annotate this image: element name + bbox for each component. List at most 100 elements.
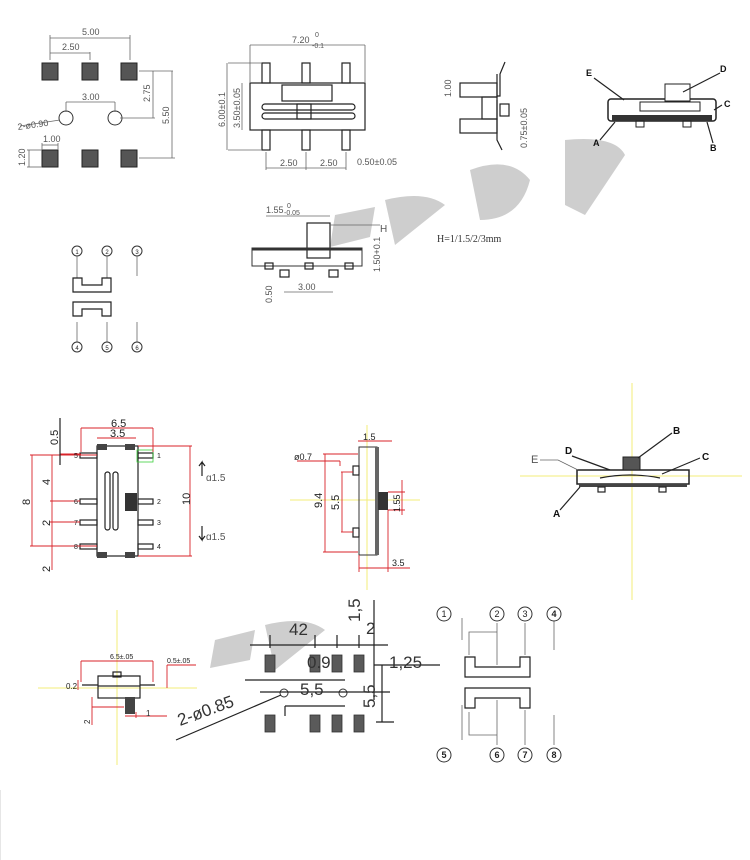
label-b: B xyxy=(673,426,680,437)
pin-label: 5 xyxy=(74,453,78,460)
dim-1-55: 1.55 xyxy=(392,494,402,512)
dim-actuator: 1.55 xyxy=(266,205,284,215)
dim-post-len: 0.50 xyxy=(264,285,274,303)
dim-pitch-1: 2.50 xyxy=(280,158,298,168)
label-d: D xyxy=(565,446,572,457)
cross-section-2: B D C E A xyxy=(520,383,742,600)
dim-9-4: 9.4 xyxy=(313,493,325,508)
dim-width: 6.5±.05 xyxy=(110,654,133,661)
pin-label: 4 xyxy=(157,544,161,551)
pin-8: 8 xyxy=(551,750,556,760)
label-a: A xyxy=(553,509,560,520)
label-e: E xyxy=(586,68,592,78)
pad xyxy=(120,62,138,81)
dim-2: 2 xyxy=(83,719,92,724)
pin-label: 6 xyxy=(74,499,78,506)
pin-label: 7 xyxy=(74,520,78,527)
tol-upper: 0 xyxy=(315,32,319,39)
footprint-drawing-bottom: 42 1,5 2 0.9 1,25 5,5 5,5 2-ø0.85 xyxy=(175,598,440,741)
dim-pin-width: 0.50±0.05 xyxy=(357,157,397,167)
hole-spec: 2-ø0.90 xyxy=(17,118,49,132)
dim-5-00: 5.00 xyxy=(82,27,100,37)
side-view-2: ø0.7 1.5 9.4 5.5 1.55 3.5 xyxy=(290,425,420,590)
pad xyxy=(120,149,138,168)
dim-4: 4 xyxy=(41,479,53,485)
label-b: B xyxy=(710,143,717,153)
pad xyxy=(41,149,59,168)
small-side-view: 6.5±.05 0.5±.05 0.2 2 1 xyxy=(38,610,197,765)
pad xyxy=(81,149,99,168)
top-view-drawing: 7.20 0 -0.1 6.00±0.1 3.50±0.05 2.50 2.50… xyxy=(217,32,397,170)
dim-5-50: 5.50 xyxy=(161,106,171,124)
dim-pin-len: 1.00 xyxy=(443,79,453,97)
dim-10: 10 xyxy=(181,493,193,505)
dim-pin: 0.5±.05 xyxy=(167,658,190,665)
dim-2b: 2 xyxy=(41,566,53,572)
travel-down: ɑ1.5 xyxy=(206,532,226,543)
dim-42: 42 xyxy=(289,620,308,639)
tol-lower: -0.1 xyxy=(312,43,324,50)
switch-body xyxy=(249,82,366,131)
pad xyxy=(81,62,99,81)
schematic-1: 1 2 3 4 5 6 xyxy=(71,245,143,353)
pin-3: 3 xyxy=(522,609,527,619)
dim-1-5: 1,5 xyxy=(345,598,364,622)
dim-3-50: 3.50±0.05 xyxy=(232,88,242,128)
label-d: D xyxy=(720,64,727,74)
pin-5: 5 xyxy=(441,750,446,760)
dim-0-5: 0.5 xyxy=(49,430,61,445)
height-note: H=1/1.5/2/3mm xyxy=(437,234,501,245)
dim-dia: ø0.7 xyxy=(294,452,312,462)
label-a: A xyxy=(593,138,600,148)
pin-3: 3 xyxy=(135,250,139,256)
dim-7-20: 7.20 xyxy=(292,35,310,45)
label-c: C xyxy=(724,99,731,109)
side-view-drawing: 1.00 0.75±0.05 xyxy=(443,61,529,151)
pad xyxy=(41,62,59,81)
dim-5-5-vertical: 5,5 xyxy=(360,684,379,708)
pin-label: 3 xyxy=(157,520,161,527)
pin-2: 2 xyxy=(105,250,109,256)
dim-2: 2 xyxy=(366,619,375,638)
dim-1-5: 1.5 xyxy=(363,432,376,442)
mount-hole xyxy=(58,110,74,126)
travel-up: ɑ1.5 xyxy=(206,473,226,484)
pins xyxy=(261,62,356,151)
pin-6: 6 xyxy=(135,346,139,352)
front-view-drawing: 1.55 0 -0.05 H 1.50+0.1 3.00 0.50 H=1/1.… xyxy=(251,203,501,303)
pin-label: 8 xyxy=(74,544,78,551)
dim-post-pitch: 3.00 xyxy=(298,282,316,292)
dim-1-00: 1.00 xyxy=(43,134,61,144)
pin-7: 7 xyxy=(522,750,527,760)
pin-6: 6 xyxy=(494,750,499,760)
pin-5: 5 xyxy=(105,346,109,352)
tol-lower: -0.05 xyxy=(284,210,300,217)
dim-1: 1 xyxy=(146,709,151,718)
dim-3-00: 3.00 xyxy=(82,92,100,102)
pin-4: 4 xyxy=(75,346,79,352)
dim-0-2: 0.2 xyxy=(66,682,78,691)
hole-spec: 2-ø0.85 xyxy=(175,692,237,730)
pin-4: 4 xyxy=(551,609,556,619)
tol-upper: 0 xyxy=(287,203,291,210)
dim-6-5: 6.5 xyxy=(111,418,126,430)
dimension-view-red: 6.5 3.5 0.5 8 4 2 2 10 ɑ1.5 ɑ1.5 5 6 7 8… xyxy=(21,418,226,572)
label-c: C xyxy=(702,452,709,463)
schematic-2: 1 2 3 4 5 6 7 8 xyxy=(436,606,562,763)
pin-label: 2 xyxy=(157,499,161,506)
pin-1: 1 xyxy=(75,250,79,256)
dim-pin-thick: 0.75±0.05 xyxy=(519,108,529,148)
pin-label: 1 xyxy=(157,453,161,460)
pin-2: 2 xyxy=(494,609,499,619)
cross-section-1: E D C A B xyxy=(586,64,731,153)
footprint-drawing-top: 5.00 2.50 3.00 2-ø0.90 2.75 5.50 1.00 1.… xyxy=(17,27,175,168)
label-e: E xyxy=(531,454,538,466)
dim-5-5: 5.5 xyxy=(330,495,342,510)
watermark xyxy=(210,139,625,670)
pin-1: 1 xyxy=(441,609,446,619)
label-h: H xyxy=(380,224,387,235)
dim-3-5-side: 3.5 xyxy=(392,558,405,568)
dim-body-height: 1.50+0.1 xyxy=(372,237,382,272)
